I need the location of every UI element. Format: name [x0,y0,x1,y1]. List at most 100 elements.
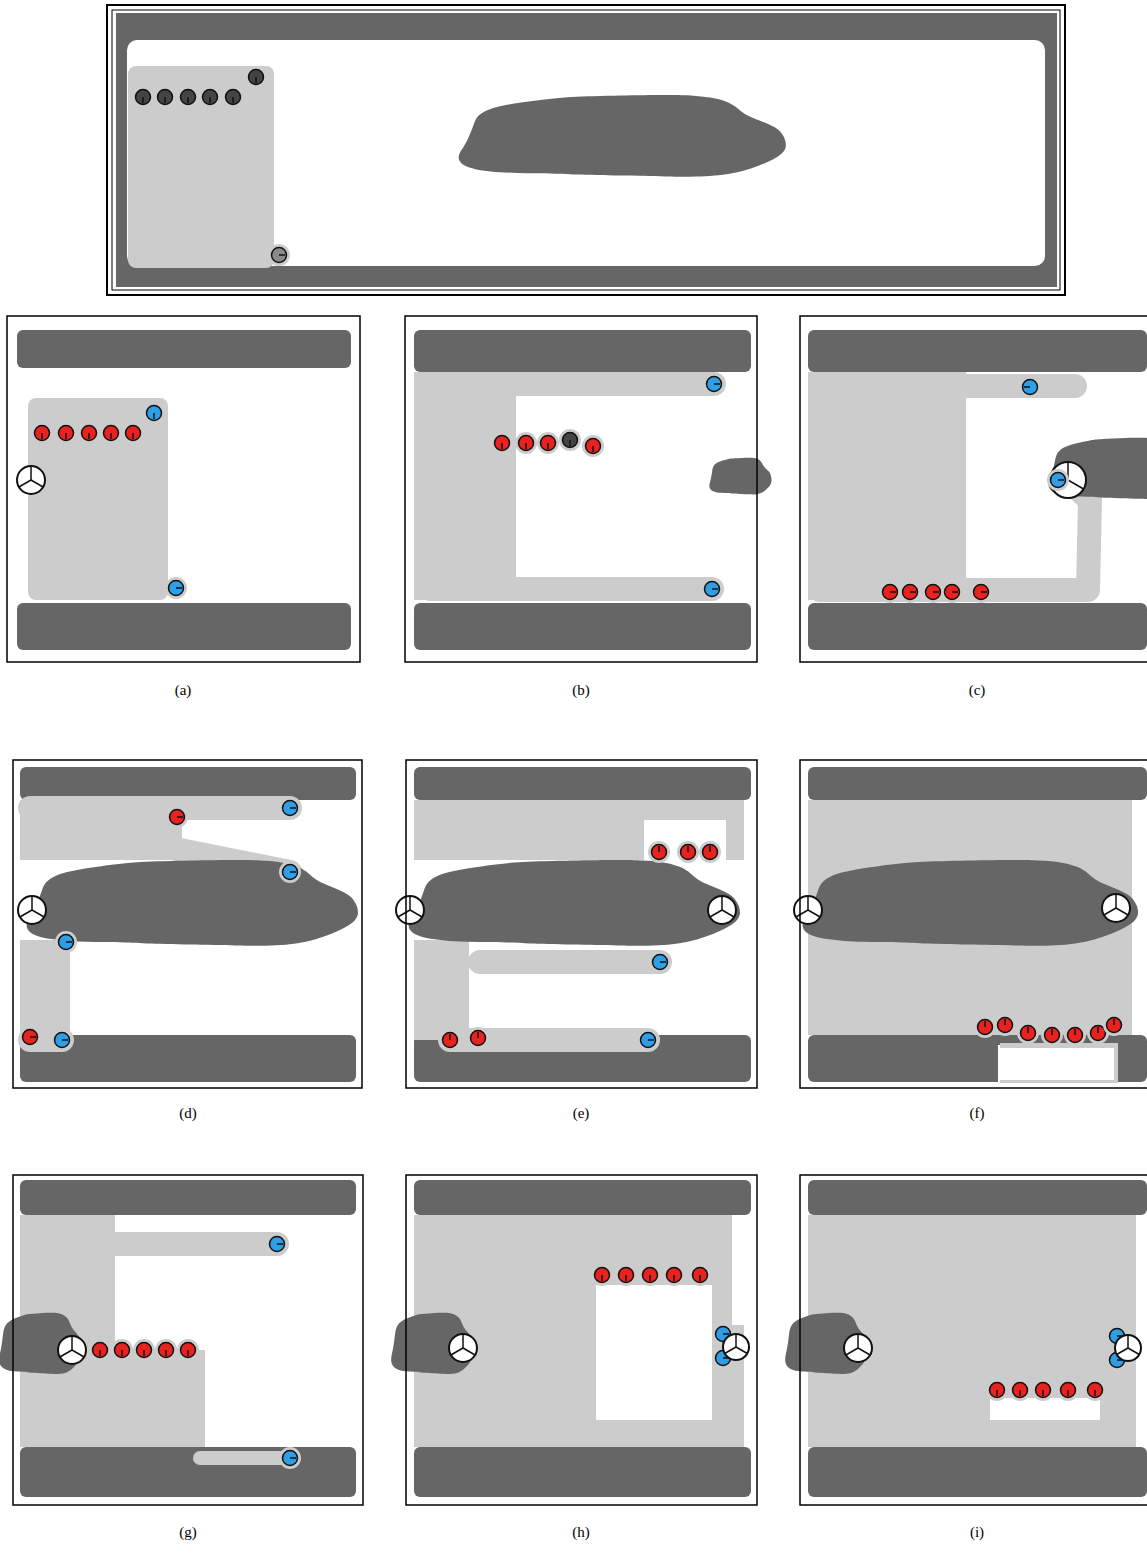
robot-heading [1027,1027,1029,1033]
base-spoke [1128,1348,1139,1355]
robot-halo [649,951,671,973]
robot-body [181,90,196,105]
robot [1047,469,1069,491]
robot-heading [143,1350,145,1356]
robot [279,861,301,883]
base-station [723,1334,749,1360]
robot-body [471,1031,486,1046]
robot [1103,1014,1125,1036]
robot-body [978,1020,993,1035]
robot [582,435,604,457]
robot-halo [491,432,513,454]
panel-frame [112,10,1060,290]
explored-trail [820,482,1090,590]
robot-heading [1004,1019,1006,1025]
robot-body [586,439,601,454]
robot [515,432,537,454]
wall [808,1180,1147,1215]
robot [55,931,77,953]
robot [941,581,963,603]
panel-label: (a) [153,680,213,700]
base-ring [17,466,45,494]
robot-body [998,1018,1013,1033]
robot-body [1051,473,1066,488]
panel-e [396,760,757,1088]
base-ring [449,1334,477,1362]
robot [663,1264,685,1286]
robot-body [147,406,162,421]
robot-heading [255,77,257,83]
robot-halo [515,432,537,454]
robot-heading [1094,1390,1096,1396]
robot [648,841,670,863]
robot-body [1045,1028,1060,1043]
base-station [18,896,46,924]
wall [414,330,751,372]
robot-halo [279,861,301,883]
robot-body [1068,1028,1083,1043]
robot-body [270,1237,285,1252]
robot [166,806,188,828]
panel-label: (e) [551,1103,611,1123]
robot [994,1014,1016,1036]
panel-h [391,1175,757,1505]
base-ring [708,896,736,924]
robot [177,1339,199,1361]
robot-heading [1113,1019,1115,1025]
panel-frame [800,316,1147,662]
obstacle [1049,438,1147,499]
base-spoke [846,1348,858,1355]
robot-body [707,377,722,392]
robot [154,86,176,108]
wall [414,603,751,650]
base-station [794,896,822,924]
free-space [644,820,726,862]
robot [31,422,53,444]
robot [974,1016,996,1038]
robot [699,841,721,863]
robot-halo [1041,1024,1063,1046]
robot [701,578,723,600]
robot [1041,1024,1063,1046]
base-spoke [807,896,809,910]
robot-halo [922,581,944,603]
panel-label: (g) [158,1522,218,1542]
robot-body [641,1033,656,1048]
robot-heading [910,591,916,593]
robot-body [1091,1026,1106,1041]
robot-heading [142,97,144,103]
robot-body [1036,1383,1051,1398]
robot [879,581,901,603]
base-spoke [463,1348,475,1355]
robot-halo [677,841,699,863]
robot [78,422,100,444]
robot-body [55,1033,70,1048]
robot-heading [164,97,166,103]
panel-frame [800,760,1147,1088]
robot-halo [111,1339,133,1361]
robot-halo [467,1027,489,1049]
robot [1017,1022,1039,1044]
wall [20,1180,356,1215]
robot-heading [41,433,43,439]
robot-body [1023,380,1038,395]
robot-body [136,90,151,105]
robot-heading [153,413,155,419]
robot-body [59,426,74,441]
robot-body [703,845,718,860]
explored-trail [450,1028,648,1052]
robot-heading [232,97,234,103]
robot-halo [133,1339,155,1361]
robot-heading [132,433,134,439]
base-spoke [1115,894,1117,908]
robot-halo [1084,1379,1106,1401]
robot-heading [1097,1027,1099,1033]
robot-body [652,845,667,860]
base-station [844,1334,872,1362]
robot [268,244,290,266]
panel-label: (i) [947,1522,1007,1542]
base-spoke [32,910,44,917]
panel-frame [405,316,757,662]
robot-heading [165,1350,167,1356]
robot-heading [984,1021,986,1027]
